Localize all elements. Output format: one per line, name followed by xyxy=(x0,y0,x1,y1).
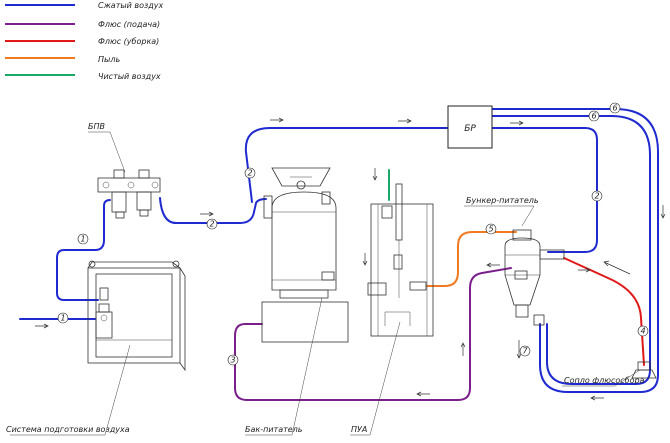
br-box: БР xyxy=(447,105,493,149)
label-air-system: Система подготовки воздуха xyxy=(6,425,130,434)
arrow-flux-feed xyxy=(416,391,430,397)
component-labels: БПВ Бункер-питатель Сопло флюсосбора Сис… xyxy=(6,122,645,434)
line-number-1-riser: 1 xyxy=(77,233,89,245)
legend-item-dust: Пыль xyxy=(5,55,120,64)
hopper-feeder xyxy=(504,229,565,326)
arrow-line2-left xyxy=(200,211,214,217)
arrow-pua-down xyxy=(362,253,368,266)
arrow-flux-return xyxy=(603,260,631,275)
pipe-dust xyxy=(426,231,517,287)
svg-text:5: 5 xyxy=(488,225,493,234)
svg-text:7: 7 xyxy=(522,347,528,356)
legend-label-dust: Пыль xyxy=(98,55,120,64)
air-preparation-system xyxy=(87,260,186,372)
legend-item-flux-feed: Флюс (подача) xyxy=(5,20,160,29)
svg-text:6: 6 xyxy=(591,112,596,121)
line-number-3: 3 xyxy=(227,354,239,366)
legend-label-clean-air: Чистый воздух xyxy=(98,72,161,81)
leader-lines xyxy=(10,131,641,436)
svg-text:2: 2 xyxy=(594,192,599,201)
svg-text:1: 1 xyxy=(80,235,85,244)
label-pua: ПУА xyxy=(351,425,367,434)
arrow-clean-air xyxy=(372,168,378,181)
legend-label-flux-return: Флюс (уборка) xyxy=(98,37,159,46)
line-number-4: 4 xyxy=(637,325,649,337)
flow-arrows xyxy=(35,117,666,401)
line-number-6-inner: 6 xyxy=(588,110,600,122)
label-flux-nozzle: Сопло флюсосбора xyxy=(564,376,645,385)
pipe-bpv-to-tank xyxy=(159,197,267,224)
svg-text:3: 3 xyxy=(230,356,235,365)
legend-item-compressed-air: Сжатый воздух xyxy=(5,1,164,10)
pipe-flux-feed xyxy=(234,267,512,401)
pipe-loop-inner xyxy=(491,115,651,385)
svg-text:1: 1 xyxy=(60,314,65,323)
legend-label-compressed-air: Сжатый воздух xyxy=(98,1,164,10)
arrow-hopper-right xyxy=(578,267,591,273)
label-tank-feeder: Бак-питатель xyxy=(245,425,303,434)
line-number-6-outer: 6 xyxy=(609,102,621,114)
legend-item-clean-air: Чистый воздух xyxy=(5,72,161,81)
arrow-hopper-left xyxy=(486,262,500,268)
arrow-top-right xyxy=(510,120,524,126)
line-number-7: 7 xyxy=(519,345,531,357)
bpv-unit xyxy=(97,169,161,219)
arrow-inlet xyxy=(35,323,49,329)
pipe-loop-outer xyxy=(491,108,659,393)
pua-panel xyxy=(367,183,434,337)
tank-feeder xyxy=(261,167,349,343)
arrow-top-left xyxy=(270,117,284,123)
br-label: БР xyxy=(464,124,476,134)
svg-text:6: 6 xyxy=(612,104,617,113)
flux-nozzle xyxy=(631,361,657,379)
line-number-5: 5 xyxy=(485,223,497,235)
arrow-line7-down xyxy=(516,340,522,359)
line-number-2-br-down: 2 xyxy=(591,190,603,202)
svg-text:2: 2 xyxy=(209,220,214,229)
legend-item-flux-return: Флюс (уборка) xyxy=(5,37,159,46)
arrow-bottom-loop xyxy=(590,395,604,401)
line-number-2-tank: 2 xyxy=(244,167,256,179)
arrow-top-mid xyxy=(398,118,412,124)
pipe-air-system-to-bpv xyxy=(56,199,111,301)
arrow-purple-up xyxy=(460,342,466,356)
arrow-loop-down xyxy=(660,205,666,219)
legend-label-flux-feed: Флюс (подача) xyxy=(98,20,160,29)
svg-text:4: 4 xyxy=(640,327,645,336)
pipe-br-to-hopper xyxy=(491,127,598,253)
pipes xyxy=(19,108,659,401)
pipe-tank-to-br xyxy=(244,127,449,203)
label-bpv: БПВ xyxy=(88,122,105,131)
line-number-1-inlet: 1 xyxy=(57,312,69,324)
pipe-flux-return xyxy=(563,257,645,366)
line-number-2-bpv: 2 xyxy=(206,218,218,230)
label-hopper-feeder: Бункер-питатель xyxy=(466,196,539,205)
line-numbers: 1 1 2 2 2 3 4 5 xyxy=(57,102,649,366)
legend: Сжатый воздух Флюс (подача) Флюс (уборка… xyxy=(5,1,164,81)
svg-text:2: 2 xyxy=(247,169,252,178)
